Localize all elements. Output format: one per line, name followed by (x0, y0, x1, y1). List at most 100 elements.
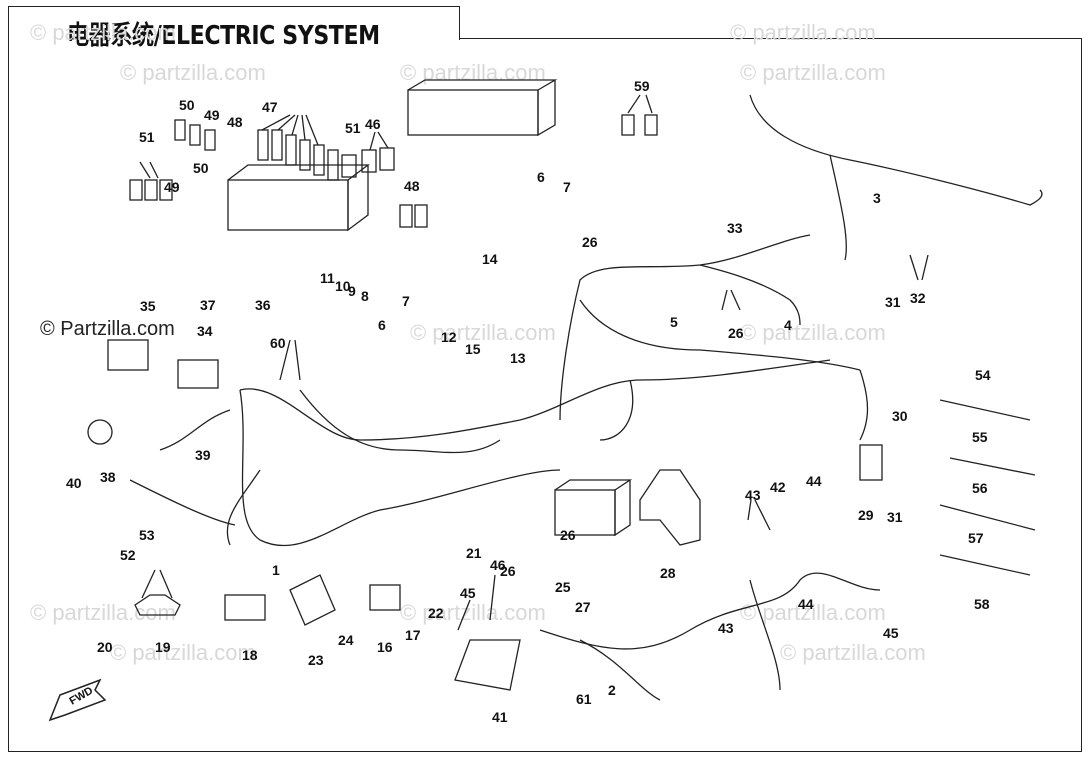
callout-56: 56 (972, 480, 988, 496)
callout-12: 12 (441, 329, 457, 345)
watermark: © partzilla.com (30, 20, 176, 45)
module-30 (859, 444, 883, 481)
title-box: 电器系统/ELECTRIC SYSTEM (8, 6, 460, 51)
main-harness (239, 389, 561, 547)
harness-2-branch (579, 639, 661, 701)
harness-branch (239, 359, 831, 441)
callout-11: 11 (320, 270, 335, 286)
module-19 (224, 594, 266, 621)
callout-53: 53 (139, 527, 155, 543)
callout-45: 45 (883, 625, 899, 641)
harness-branch (599, 379, 634, 441)
relays-48b (399, 204, 428, 228)
callout-1: 1 (272, 562, 280, 578)
callout-3: 3 (873, 190, 881, 206)
callout-23: 23 (308, 652, 324, 668)
callout-8: 8 (361, 288, 369, 304)
callout-26: 26 (560, 527, 576, 543)
ecu-bracket (454, 639, 521, 691)
callout-30: 30 (892, 408, 908, 424)
battery-strap (639, 469, 701, 546)
harness-2 (539, 572, 881, 650)
harness-branch-4 (699, 264, 801, 326)
callout-44: 44 (798, 596, 814, 612)
cable-tie-56 (949, 457, 1036, 476)
harness-branch (859, 369, 869, 441)
relays-48 (257, 129, 339, 181)
diagram-frame (8, 38, 1082, 752)
callout-45: 45 (460, 585, 476, 601)
harness-3 (749, 94, 1043, 206)
watermark: © partzilla.com (780, 640, 926, 665)
callout-27: 27 (575, 599, 591, 615)
callout-32: 32 (910, 290, 926, 306)
callout-31: 31 (885, 294, 901, 310)
battery-side (554, 479, 633, 537)
callout-36: 36 (255, 297, 271, 313)
callout-20: 20 (97, 639, 113, 655)
callout-5: 5 (670, 314, 678, 330)
harness-2-branch (749, 579, 781, 691)
callout-47: 47 (262, 99, 278, 115)
watermark: © partzilla.com (740, 600, 886, 625)
fwd-label: FWD (68, 685, 96, 708)
callout-37: 37 (200, 297, 216, 313)
fuses-49-51 (129, 119, 216, 201)
callout-61: 61 (576, 691, 592, 707)
watermark: © partzilla.com (110, 640, 256, 665)
callout-34: 34 (197, 323, 213, 339)
callout-49: 49 (164, 179, 180, 195)
callout-35: 35 (140, 298, 156, 314)
callout-42: 42 (770, 479, 786, 495)
fwd-arrow: FWD (48, 678, 107, 722)
fuse-60 (621, 114, 635, 136)
watermark-dark: © Partzilla.com (40, 318, 175, 340)
cable-tie-55 (939, 399, 1031, 421)
callout-50: 50 (193, 160, 209, 176)
module-25 (289, 574, 336, 626)
callout-24: 24 (338, 632, 354, 648)
relays-47-52 (341, 147, 395, 178)
cable-tie-58 (939, 554, 1031, 576)
callout-7: 7 (563, 179, 571, 195)
watermark: © partzilla.com (730, 20, 876, 45)
callout-43: 43 (718, 620, 734, 636)
callout-59: 59 (634, 78, 650, 94)
callout-39: 39 (195, 447, 211, 463)
fuse-60 (644, 114, 658, 136)
wire-40 (159, 409, 231, 451)
callout-18: 18 (242, 647, 258, 663)
callout-25: 25 (555, 579, 571, 595)
callout-6: 6 (378, 317, 386, 333)
callout-14: 14 (482, 251, 498, 267)
callout-41: 41 (492, 709, 508, 725)
callout-50: 50 (179, 97, 195, 113)
harness-branch (559, 234, 811, 421)
callout-40: 40 (66, 475, 82, 491)
callout-19: 19 (155, 639, 171, 655)
watermarks: © partzilla.com © partzilla.com © partzi… (30, 20, 926, 665)
callout-58: 58 (974, 596, 990, 612)
callout-22: 22 (428, 605, 444, 621)
callout-28: 28 (660, 565, 676, 581)
callout-46: 46 (490, 557, 506, 573)
module-17 (369, 584, 401, 611)
harness-branch (299, 389, 501, 454)
callout-2: 2 (608, 682, 616, 698)
callout-9: 9 (348, 283, 356, 299)
callout-7: 7 (402, 293, 410, 309)
callout-6: 6 (537, 169, 545, 185)
callout-46: 46 (365, 116, 381, 132)
callout-10: 10 (335, 278, 351, 294)
watermark: © partzilla.com (740, 320, 886, 345)
harness-3-branch (829, 154, 847, 261)
callout-31: 31 (887, 509, 903, 525)
bracket-20 (134, 594, 181, 616)
fuse-box-cover (407, 89, 539, 136)
callout-21: 21 (466, 545, 482, 561)
callout-13: 13 (510, 350, 526, 366)
callout-57: 57 (968, 530, 984, 546)
callout-52: 52 (120, 547, 136, 563)
regulator-35 (177, 359, 219, 389)
callout-51: 51 (139, 129, 155, 145)
